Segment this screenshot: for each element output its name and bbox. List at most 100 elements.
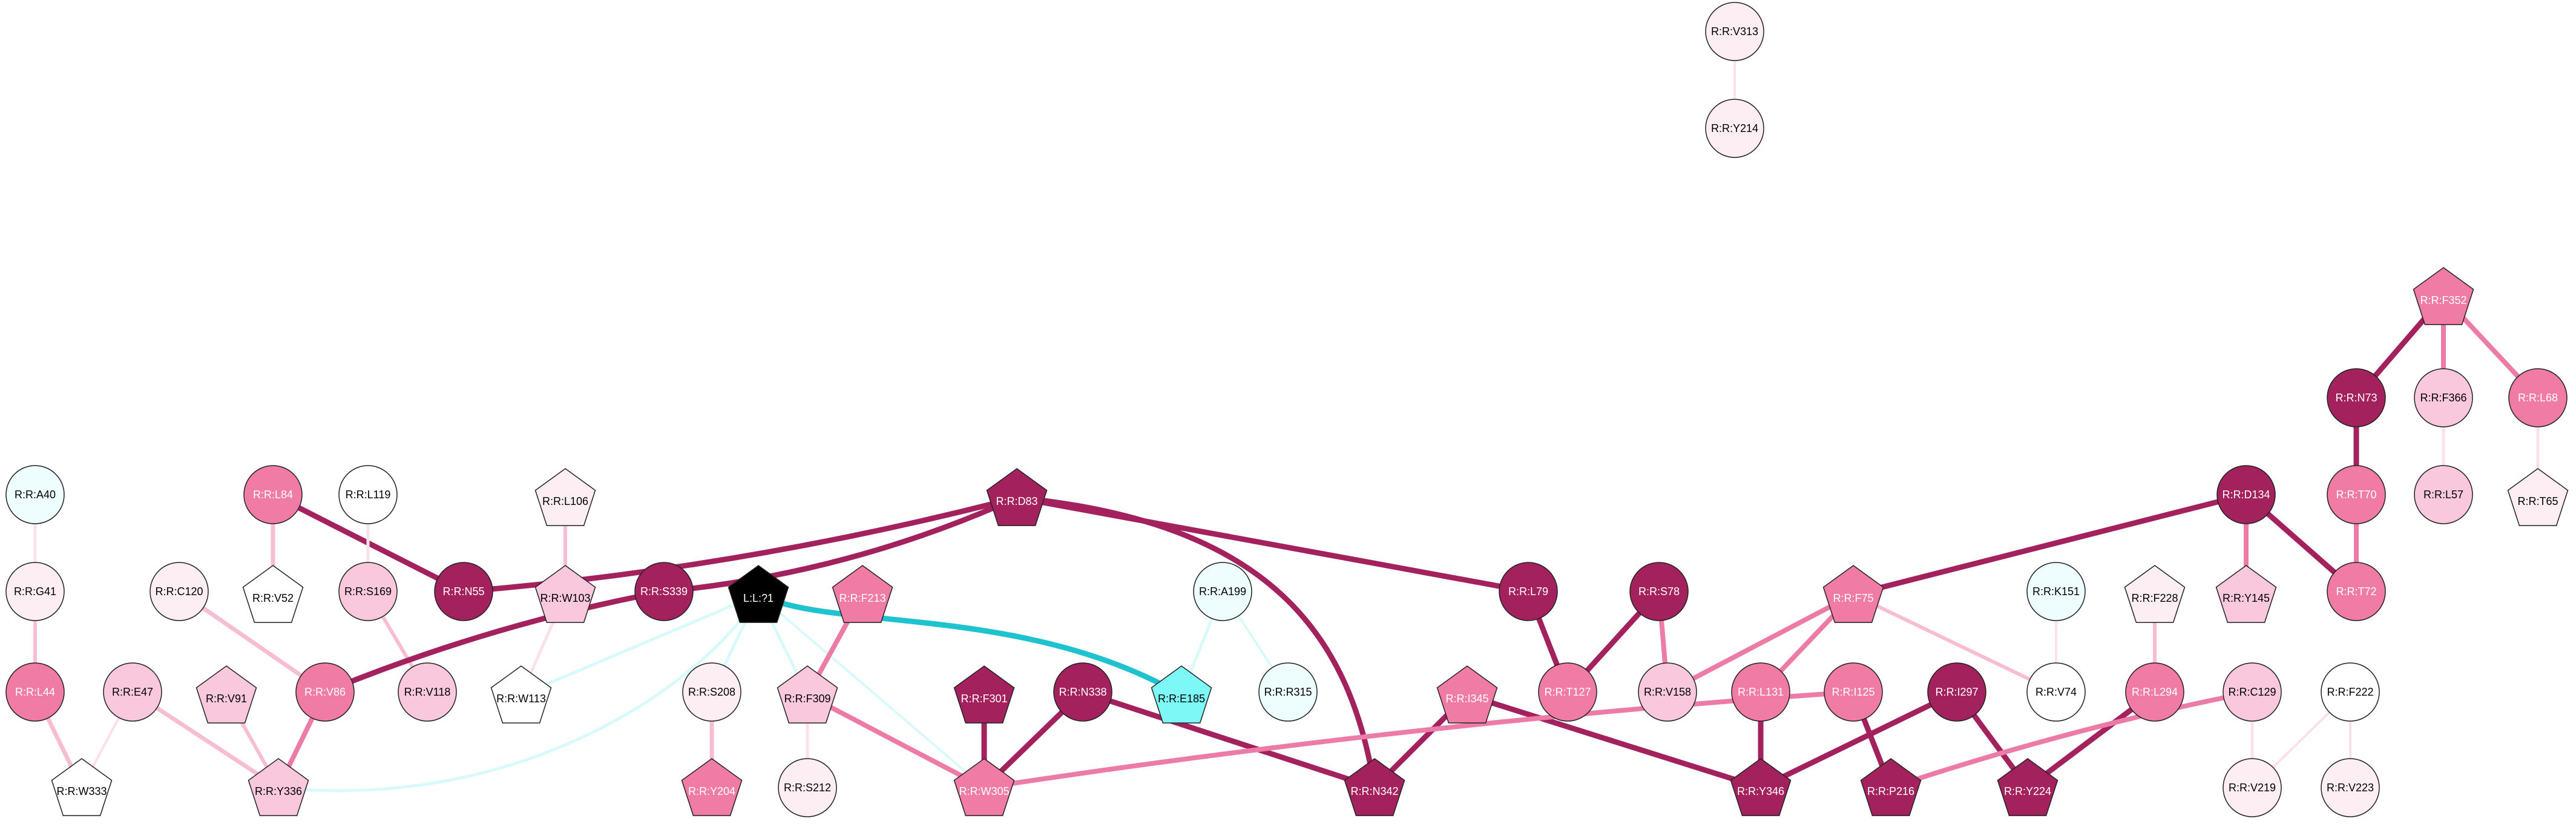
node-l119[interactable]: R:R:L119 — [338, 465, 398, 524]
node-l57[interactable]: R:R:L57 — [2414, 465, 2473, 524]
node-v52-label: R:R:V52 — [252, 592, 294, 604]
node-v74[interactable]: R:R:V74 — [2026, 662, 2086, 722]
node-t65[interactable]: R:R:T65 — [2507, 468, 2569, 526]
node-v219[interactable]: R:R:V219 — [2223, 758, 2282, 817]
node-c120[interactable]: R:R:C120 — [150, 562, 209, 621]
node-g41-label: R:R:G41 — [14, 585, 56, 598]
node-y224[interactable]: R:R:Y224 — [1997, 758, 2058, 816]
node-v52[interactable]: R:R:V52 — [242, 565, 304, 623]
node-w305[interactable]: R:R:W305 — [953, 758, 1015, 816]
node-w113[interactable]: R:R:W113 — [490, 665, 552, 723]
node-f75[interactable]: R:R:F75 — [1822, 565, 1884, 623]
node-e185[interactable]: R:R:E185 — [1151, 665, 1212, 723]
node-v223[interactable]: R:R:V223 — [2321, 758, 2380, 817]
node-s78[interactable]: R:R:S78 — [1629, 562, 1689, 621]
node-d83[interactable]: R:R:D83 — [986, 468, 1048, 526]
node-l68[interactable]: R:R:L68 — [2508, 368, 2568, 427]
node-d83-shape — [986, 468, 1048, 526]
node-n338-shape — [1053, 662, 1112, 722]
node-l68-shape — [2508, 368, 2568, 427]
node-v91-shape — [196, 665, 257, 723]
node-l294[interactable]: R:R:L294 — [2125, 662, 2184, 722]
node-f75-shape — [1822, 565, 1884, 623]
node-y224-label: R:R:Y224 — [2004, 785, 2051, 797]
node-g41-shape — [5, 562, 65, 621]
node-y145-shape — [2215, 565, 2277, 623]
node-n342-shape — [1344, 758, 1405, 816]
node-a199[interactable]: R:R:A199 — [1193, 562, 1252, 621]
node-k151-shape — [2026, 562, 2086, 621]
node-l79-label: R:R:L79 — [1508, 585, 1548, 598]
node-t65-shape — [2507, 468, 2569, 526]
node-i345[interactable]: R:R:I345 — [1436, 665, 1498, 723]
node-i345-shape — [1436, 665, 1498, 723]
node-n338[interactable]: R:R:N338 — [1053, 662, 1112, 722]
node-r315-label: R:R:R315 — [1264, 686, 1312, 698]
node-t72[interactable]: R:R:T72 — [2327, 562, 2386, 621]
node-s208[interactable]: R:R:S208 — [682, 662, 741, 722]
node-v313[interactable]: R:R:V313 — [1705, 2, 1764, 61]
node-y214[interactable]: R:R:Y214 — [1705, 99, 1764, 158]
node-f228-shape — [2124, 565, 2186, 623]
node-y204[interactable]: R:R:Y204 — [681, 758, 743, 816]
node-f228-label: R:R:F228 — [2131, 592, 2178, 604]
node-p216-shape — [1860, 758, 1922, 816]
node-c129[interactable]: R:R:C129 — [2223, 662, 2282, 722]
node-f75-label: R:R:F75 — [1833, 592, 1873, 604]
node-f301[interactable]: R:R:F301 — [953, 665, 1015, 723]
node-g41[interactable]: R:R:G41 — [5, 562, 65, 621]
node-v118-shape — [398, 662, 457, 722]
node-l57-shape — [2414, 465, 2473, 524]
node-f352[interactable]: R:R:F352 — [2413, 267, 2474, 325]
node-l84[interactable]: R:R:L84 — [243, 465, 303, 524]
node-f301-label: R:R:F301 — [961, 693, 1007, 705]
node-p216[interactable]: R:R:P216 — [1860, 758, 1922, 816]
node-v118[interactable]: R:R:V118 — [398, 662, 457, 722]
node-w305-shape — [953, 758, 1015, 816]
node-f309[interactable]: R:R:F309 — [777, 665, 838, 723]
node-i125[interactable]: R:R:I125 — [1824, 662, 1883, 722]
node-s212[interactable]: R:R:S212 — [778, 758, 837, 817]
node-l71[interactable]: L:L:?1 — [728, 565, 789, 623]
node-y204-shape — [681, 758, 743, 816]
node-y145[interactable]: R:R:Y145 — [2215, 565, 2277, 623]
node-t70[interactable]: R:R:T70 — [2327, 465, 2386, 524]
node-l44[interactable]: R:R:L44 — [5, 662, 65, 722]
edge-n338-n342 — [1080, 689, 1378, 791]
node-t127[interactable]: R:R:T127 — [1538, 662, 1597, 722]
node-l131[interactable]: R:R:L131 — [1731, 662, 1790, 722]
node-v86[interactable]: R:R:V86 — [295, 662, 355, 722]
node-n55[interactable]: R:R:N55 — [434, 562, 493, 621]
node-n338-label: R:R:N338 — [1059, 686, 1106, 698]
node-l106[interactable]: R:R:L106 — [534, 468, 596, 526]
node-f222[interactable]: R:R:F222 — [2321, 662, 2380, 722]
node-e47[interactable]: R:R:E47 — [103, 662, 162, 722]
node-l79[interactable]: R:R:L79 — [1499, 562, 1558, 621]
node-a40[interactable]: R:R:A40 — [5, 465, 65, 524]
edge-d134-f75 — [1850, 492, 2249, 598]
node-s339-label: R:R:S339 — [640, 585, 688, 598]
node-v219-shape — [2223, 758, 2282, 817]
node-r315[interactable]: R:R:R315 — [1258, 662, 1318, 722]
node-n73[interactable]: R:R:N73 — [2327, 368, 2386, 427]
node-v74-shape — [2026, 662, 2086, 722]
node-f366[interactable]: R:R:F366 — [2414, 368, 2473, 427]
node-s339[interactable]: R:R:S339 — [634, 562, 694, 621]
edge-i345-y346 — [1464, 692, 1764, 791]
node-s169[interactable]: R:R:S169 — [338, 562, 398, 621]
node-w103[interactable]: R:R:W103 — [534, 565, 596, 623]
node-i297[interactable]: R:R:I297 — [1927, 662, 1986, 722]
node-s208-label: R:R:S208 — [688, 686, 735, 698]
node-v91[interactable]: R:R:V91 — [196, 665, 257, 723]
node-f228[interactable]: R:R:F228 — [2124, 565, 2186, 623]
node-k151[interactable]: R:R:K151 — [2026, 562, 2086, 621]
node-d134[interactable]: R:R:D134 — [2216, 465, 2276, 524]
node-n342[interactable]: R:R:N342 — [1344, 758, 1405, 816]
node-v158[interactable]: R:R:V158 — [1638, 662, 1697, 722]
node-f213[interactable]: R:R:F213 — [832, 565, 893, 623]
node-y336[interactable]: R:R:Y336 — [248, 758, 309, 816]
node-d83-label: R:R:D83 — [996, 495, 1037, 507]
node-y346[interactable]: R:R:Y346 — [1730, 758, 1792, 816]
node-w333[interactable]: R:R:W333 — [51, 758, 113, 816]
edge-l71-e185 — [755, 592, 1184, 698]
